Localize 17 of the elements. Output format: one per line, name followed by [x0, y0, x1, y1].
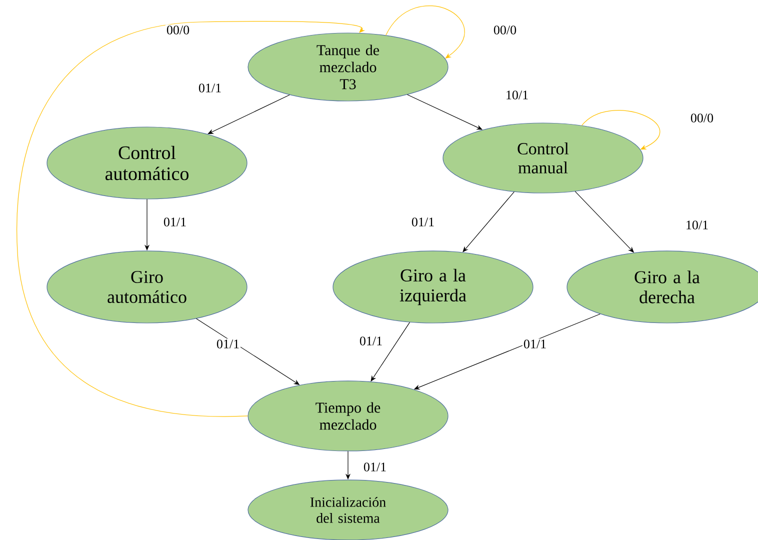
- edge-label: 01/1: [358, 336, 384, 346]
- edge-label: 00/0: [689, 112, 715, 124]
- arrow: [208, 94, 290, 134]
- edge-label: 01/1: [197, 82, 223, 94]
- arrow: [462, 192, 514, 252]
- edge-label: 00/0: [492, 24, 518, 36]
- edge-label: 01/1: [410, 216, 436, 228]
- edge-label: 10/1: [504, 90, 530, 100]
- edge-label: 01/1: [162, 216, 188, 228]
- arrow: [386, 6, 465, 58]
- edge-label: 01/1: [362, 462, 388, 472]
- arrow: [16, 20, 366, 417]
- edge-label: 00/0: [165, 24, 191, 36]
- arrow: [582, 110, 660, 150]
- edge-label: 10/1: [684, 220, 710, 230]
- edge-label: 01/1: [215, 338, 241, 350]
- edge-label: 01/1: [522, 338, 548, 350]
